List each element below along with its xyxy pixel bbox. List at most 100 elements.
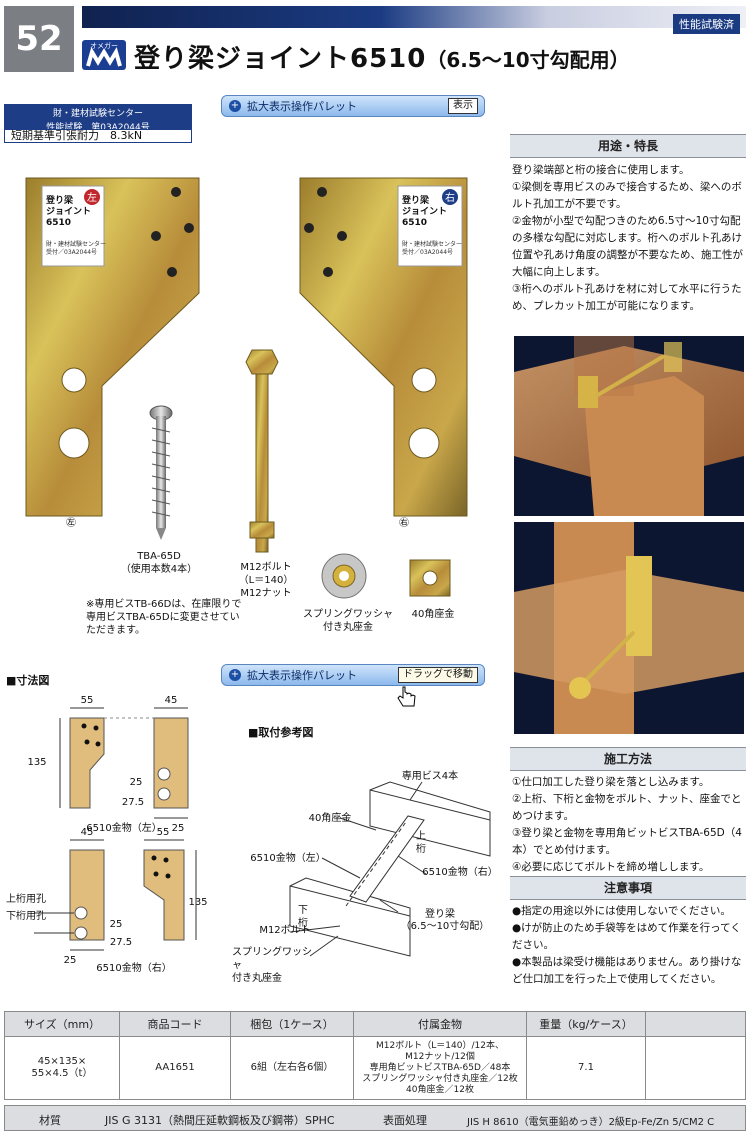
dim-55-bottom: 55	[156, 827, 170, 838]
caution-body: ●指定の用途以外には使用しないでください。 ●けが防止のため手袋等をはめて作業を…	[512, 903, 744, 988]
feature-item-3: ③桁へのボルト孔あけを材に対して水平に行うため、プレカット加工が可能になります。	[512, 283, 742, 312]
method-item-2: ②上桁、下桁と金物をボルト、ナット、座金でとめつけます。	[512, 793, 742, 822]
spec-size: 45×135× 55×4.5（t）	[4, 1036, 120, 1100]
left-mark: 左	[87, 191, 97, 204]
installation-photo-2	[514, 522, 744, 734]
spec-pack: 6組（左右各6個）	[230, 1036, 354, 1100]
install-rafter: 登り梁	[425, 909, 455, 920]
palette-top-label: 拡大表示操作パレット	[247, 100, 357, 113]
nut-name: M12ナット	[240, 588, 292, 599]
install-washer: スプリングワッシャ 付き丸座金	[232, 947, 312, 984]
title-sub: （6.5〜10寸勾配用）	[426, 48, 630, 72]
screw-name: TBA-65D	[137, 551, 181, 562]
spec-header-pack: 梱包（1ケース）	[230, 1011, 354, 1037]
dim-275-top: 27.5	[121, 797, 145, 808]
left-mark-badge	[84, 189, 100, 205]
screw-note: ※専用ビスTB-66Dは、在庫限りで専用ビスTBA-65Dに変更させていただきま…	[86, 599, 242, 636]
caution-item-3: ●本製品は梁受け機能はありません。あり掛けなど仕口加工を行った上で使用してくださ…	[512, 956, 742, 985]
palette-drag-button[interactable]: ドラッグで移動	[398, 667, 478, 683]
screw-image	[149, 405, 173, 540]
spec-header-size: サイズ（mm）	[4, 1011, 120, 1037]
spec-code: AA1651	[119, 1036, 231, 1100]
method-heading: 施工方法	[510, 747, 746, 771]
surface-label: 表面処理	[383, 1114, 427, 1127]
method-item-1: ①仕口加工した登り梁を落とし込みます。	[512, 776, 710, 788]
palette-mid-label: 拡大表示操作パレット	[247, 669, 357, 682]
header-bar: 性能試験済	[82, 6, 746, 34]
brand-logo: オメガー	[82, 40, 126, 70]
dim-25-top: 25	[129, 777, 143, 788]
left-plate-caption: ㊧	[66, 517, 76, 529]
spec-accessories: M12ボルト（L＝140）/12本、 M12ナット/12個 専用角ビットビスTB…	[353, 1036, 527, 1100]
dim-275-bottom: 27.5	[109, 937, 133, 948]
spec-header-weight: 重量（kg/ケース）	[526, 1011, 646, 1037]
bolt-name: M12ボルト	[240, 562, 292, 573]
palette-show-button[interactable]: 表示	[448, 98, 478, 114]
lower-hole-label: 下桁用孔	[6, 911, 46, 922]
install-pitch: （6.5〜10寸勾配）	[400, 921, 490, 932]
brand-logo-text: オメガー	[90, 42, 118, 50]
dimensions-diagram	[34, 707, 197, 951]
caution-heading: 注意事項	[510, 876, 746, 900]
cert-line2: 性能試験 第03A2044号	[46, 123, 150, 133]
dimensions-heading: ■寸法図	[6, 674, 50, 687]
zoom-palette-mid[interactable]: + 拡大表示操作パレット ドラッグで移動	[221, 664, 485, 686]
install-right-hw: 6510金物（右）	[422, 867, 498, 878]
method-body: ①仕口加工した登り梁を落とし込みます。 ②上桁、下桁と金物をボルト、ナット、座金…	[512, 774, 744, 876]
brand-logo-mark-icon	[86, 47, 122, 67]
page-number: 52	[4, 6, 74, 72]
cert-line1: 財・建材試験センター	[52, 109, 143, 119]
method-item-3: ③登り梁と金物を専用角ビットビスTBA-65D（4本）でとめ付けます。	[512, 827, 742, 856]
upper-hole-label: 上桁用孔	[6, 894, 46, 905]
spec-header-accessories: 付属金物	[353, 1011, 527, 1037]
install-diagram	[289, 781, 491, 957]
palette-mid-plus-icon: +	[229, 669, 241, 681]
zoom-palette-top[interactable]: + 拡大表示操作パレット 表示	[221, 95, 485, 117]
hand-cursor-icon	[397, 686, 416, 707]
bolt-image	[245, 349, 279, 553]
install-bolt: M12ボルト	[259, 925, 311, 936]
left-cert-small: 財・建材試験センター受付／03A2044号	[46, 240, 106, 256]
screw-caption: TBA-65D （使用本数4本）	[104, 550, 214, 576]
dim-left-caption: 6510金物（左）	[86, 823, 162, 834]
bolt-caption: M12ボルト （L＝140） M12ナット	[232, 561, 300, 600]
install-sqwasher: 40角座金	[308, 813, 352, 824]
caution-item-2: ●けが防止のため手袋等をはめて作業を行ってください。	[512, 922, 741, 951]
spec-table: サイズ（mm） 商品コード 梱包（1ケース） 付属金物 重量（kg/ケース） 4…	[4, 1011, 746, 1100]
dim-135-bottom: 135	[188, 897, 208, 908]
install-screw4: 専用ビス4本	[401, 771, 459, 782]
method-item-4: ④必要に応じてボルトを締め増しします。	[512, 861, 710, 873]
screw-qty: （使用本数4本）	[120, 564, 198, 575]
palette-plus-icon: +	[229, 100, 241, 112]
spring-washer-image	[321, 553, 367, 599]
left-plate	[25, 177, 200, 517]
installation-photo-1	[514, 336, 744, 516]
features-heading: 用途・特長	[510, 134, 746, 158]
features-intro: 登り梁端部と桁の接合に使用します。	[512, 164, 690, 176]
material-bar: 材質 JIS G 3131（熱間圧延軟鋼板及び鋼帯）SPHC 表面処理 JIS …	[4, 1105, 746, 1131]
right-mark: 右	[445, 191, 455, 204]
spec-header-code: 商品コード	[119, 1011, 231, 1037]
feature-item-1: ①梁側を専用ビスのみで接合するため、梁へのボルト孔加工が不要です。	[512, 181, 742, 210]
tested-badge: 性能試験済	[673, 14, 740, 34]
spring-washer-caption: スプリングワッシャ 付き丸座金	[303, 609, 393, 633]
install-heading: ■取付参考図	[248, 726, 314, 739]
right-plate-caption: ㊨	[399, 517, 409, 529]
dim-25-top-bottom: 25	[171, 823, 185, 834]
dim-45-top: 45	[164, 695, 178, 706]
right-plate	[299, 177, 468, 517]
strength-rating: 短期基準引張耐力 8.3kN	[4, 129, 192, 143]
surface-value: JIS H 8610（電気亜鉛めっき）2級Ep-Fe/Zn 5/CM2 C	[467, 1117, 715, 1128]
dim-55-top: 55	[80, 695, 94, 706]
spec-weight: 7.1	[526, 1036, 646, 1100]
dim-25-bottom2: 25	[63, 955, 77, 966]
material-value: JIS G 3131（熱間圧延軟鋼板及び鋼帯）SPHC	[105, 1114, 335, 1127]
bolt-length: （L＝140）	[238, 575, 294, 586]
material-label: 材質	[39, 1114, 61, 1127]
table-row: 45×135× 55×4.5（t） AA1651 6組（左右各6個） M12ボル…	[4, 1036, 746, 1100]
spec-extra	[645, 1036, 746, 1100]
features-body: 登り梁端部と桁の接合に使用します。 ①梁側を専用ビスのみで接合するため、梁へのボ…	[512, 162, 744, 315]
